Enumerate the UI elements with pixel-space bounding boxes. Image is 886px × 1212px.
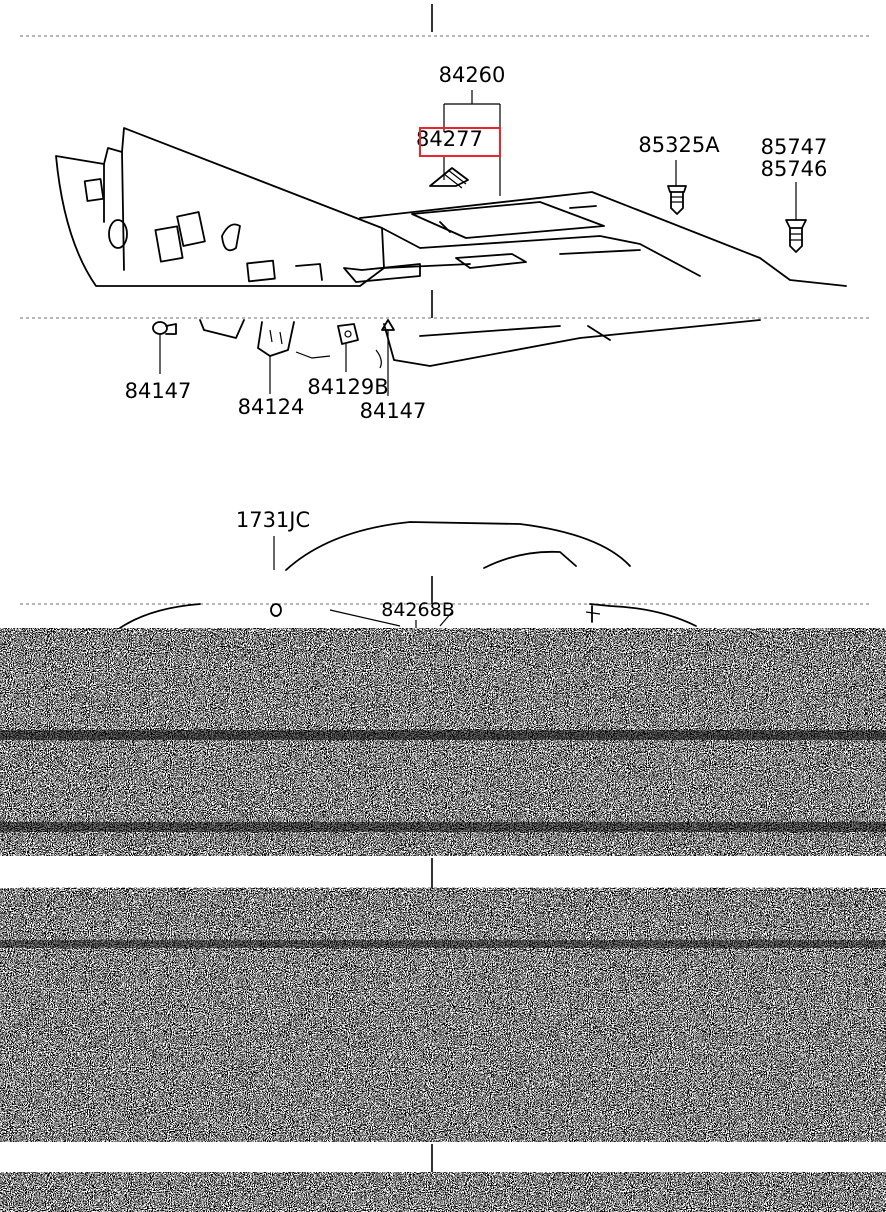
part-label-84260[interactable]: 84260 [439,63,506,87]
leader-lines [159,90,797,628]
part-label-85747[interactable]: 85747 [761,135,828,159]
part-label-84277[interactable]: 84277 [416,127,483,151]
part-label-1731jc[interactable]: 1731JC [236,508,310,532]
part-label-84147-left[interactable]: 84147 [125,379,192,403]
dashboard-panel-drawing [55,127,847,369]
part-label-85746[interactable]: 85746 [761,157,828,181]
grommet-84129b [337,323,359,345]
noise-bands [0,628,886,1212]
screw-85325a [667,185,687,215]
part-labels: 84260 84277 85325A 85747 85746 84147 841… [125,63,828,621]
part-label-84147-right[interactable]: 84147 [360,399,427,423]
part-label-85325a[interactable]: 85325A [638,133,720,157]
part-label-84268b[interactable]: 84268B [381,599,454,621]
clip-84147-right [381,319,395,336]
part-label-84124[interactable]: 84124 [238,395,305,419]
highlight-box [419,127,501,157]
vehicle-body-drawing [119,521,697,629]
screw-85747-85746 [785,219,807,253]
part-label-84129b[interactable]: 84129B [307,375,388,399]
